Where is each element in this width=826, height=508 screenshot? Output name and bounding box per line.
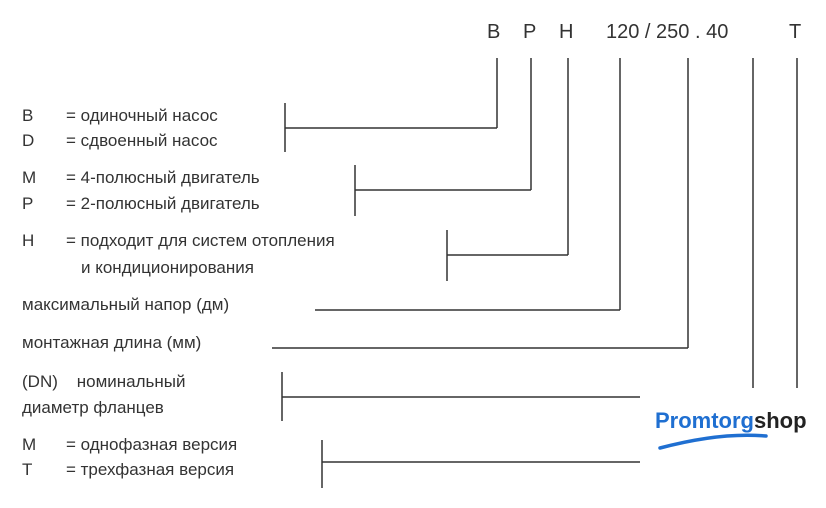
text-t: = трехфазная версия <box>66 460 235 479</box>
text-p: = 2-полюсный двигатель <box>66 194 260 213</box>
key-d: D <box>22 131 35 150</box>
text-m2: = однофазная версия <box>66 435 238 454</box>
text-m: = 4-полюсный двигатель <box>66 168 260 187</box>
code-t: T <box>789 21 802 43</box>
text-h: = подходит для систем отопления <box>66 231 335 250</box>
key-t: T <box>22 460 33 479</box>
text-b: = одиночный насос <box>66 106 218 125</box>
text-d: = сдвоенный насос <box>66 131 218 150</box>
text-h-2: и кондиционирования <box>81 258 254 277</box>
key-h: H <box>22 231 35 250</box>
key-m: M <box>22 168 37 187</box>
key-p: P <box>22 194 34 213</box>
text-head: максимальный напор (дм) <box>22 295 230 314</box>
code-p: P <box>523 21 537 43</box>
code-b: B <box>487 21 501 43</box>
logo-part-1: Promtorg <box>655 408 754 433</box>
code-h: H <box>559 21 574 43</box>
promtorgshop-logo: Promtorgshop <box>655 408 807 434</box>
text-dn-2: диаметр фланцев <box>22 398 164 417</box>
logo-part-2: shop <box>754 408 807 433</box>
logo-swoosh <box>658 433 768 450</box>
key-b: B <box>22 106 34 125</box>
text-dn-1: (DN) номинальный <box>22 372 186 391</box>
code-dimensions: 120 / 250 . 40 <box>606 21 729 43</box>
key-m2: M <box>22 435 37 454</box>
text-length: монтажная длина (мм) <box>22 333 202 352</box>
